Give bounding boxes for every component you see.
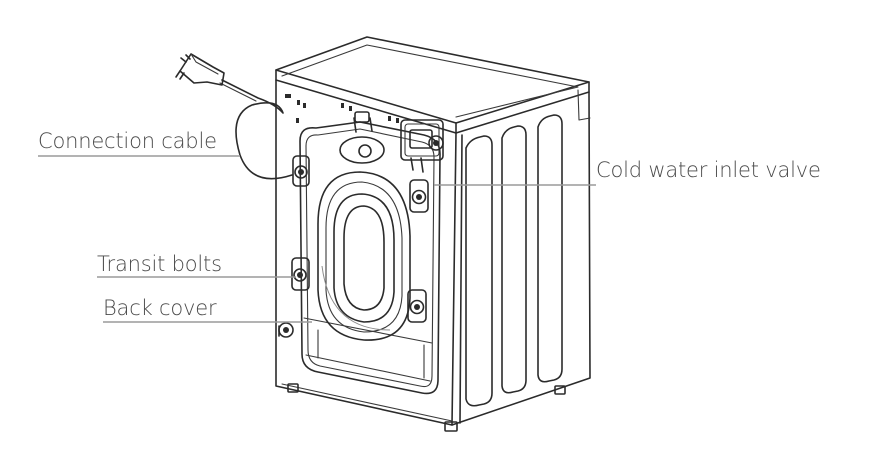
machine-cabinet bbox=[275, 36, 591, 426]
drum-opening bbox=[317, 171, 411, 341]
transit-bolt-bottom-left bbox=[291, 257, 310, 291]
rear-top-fittings bbox=[339, 111, 385, 164]
rear-panel-details bbox=[285, 94, 399, 123]
connection-cable bbox=[175, 53, 293, 180]
back-cover-panel bbox=[299, 121, 441, 395]
transit-bolt-top-left bbox=[292, 155, 310, 187]
label-connection-cable: Connection cable bbox=[38, 129, 217, 153]
label-cold-water-inlet-valve: Cold water inlet valve bbox=[596, 158, 821, 182]
transit-bolt-top-right bbox=[409, 179, 429, 213]
transit-bolt-bottom-right bbox=[407, 289, 427, 323]
cold-water-inlet-valve bbox=[400, 119, 444, 173]
leader-lines bbox=[38, 155, 596, 323]
side-ribs bbox=[465, 114, 563, 407]
label-transit-bolts: Transit bolts bbox=[97, 252, 222, 276]
transit-bolts bbox=[291, 155, 429, 323]
label-back-cover: Back cover bbox=[103, 296, 217, 320]
drain-fitting bbox=[278, 322, 294, 338]
feet bbox=[287, 383, 566, 432]
